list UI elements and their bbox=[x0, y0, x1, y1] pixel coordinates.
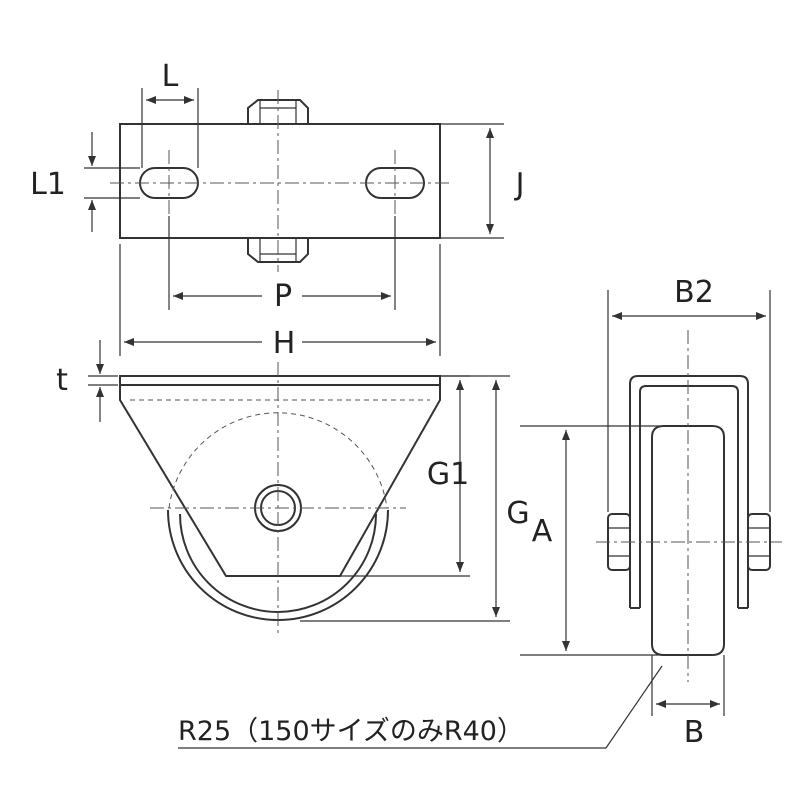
dimension-B2: B2 bbox=[607, 275, 771, 512]
label-B2: B2 bbox=[674, 275, 714, 310]
front-view bbox=[119, 362, 441, 636]
side-bracket-inner bbox=[639, 385, 739, 608]
mount-plate bbox=[119, 375, 441, 386]
top-view bbox=[110, 90, 452, 272]
label-P: P bbox=[274, 279, 292, 314]
label-J: J bbox=[514, 167, 525, 202]
dimension-A: A bbox=[520, 425, 668, 656]
bolt-head-bottom bbox=[247, 238, 309, 263]
dimension-B: B bbox=[651, 655, 725, 750]
label-B: B bbox=[684, 715, 705, 750]
dimension-J: J bbox=[440, 123, 525, 239]
bolt-head-top bbox=[247, 99, 309, 124]
dimension-L: L bbox=[141, 59, 199, 168]
dimension-P: P bbox=[168, 216, 396, 314]
label-L1: L1 bbox=[30, 167, 66, 202]
label-H: H bbox=[273, 326, 296, 361]
side-bracket-outer bbox=[629, 375, 749, 608]
dimension-G1: G1 bbox=[340, 375, 470, 577]
side-view bbox=[596, 330, 782, 682]
label-L: L bbox=[162, 59, 179, 94]
wheel-bracket bbox=[119, 385, 441, 577]
dimension-t: t bbox=[56, 340, 118, 422]
label-G: G bbox=[506, 496, 529, 531]
dimension-L1: L1 bbox=[30, 132, 140, 232]
top-plate bbox=[119, 123, 441, 239]
radius-note-text: R25（150サイズのみR40） bbox=[178, 716, 524, 747]
radius-note: R25（150サイズのみR40） bbox=[178, 665, 663, 749]
side-wheel bbox=[651, 425, 725, 656]
dimension-G: G bbox=[300, 375, 530, 622]
label-t: t bbox=[56, 363, 68, 398]
dimension-H: H bbox=[119, 244, 441, 361]
label-A: A bbox=[532, 514, 553, 549]
label-G1: G1 bbox=[427, 457, 469, 492]
